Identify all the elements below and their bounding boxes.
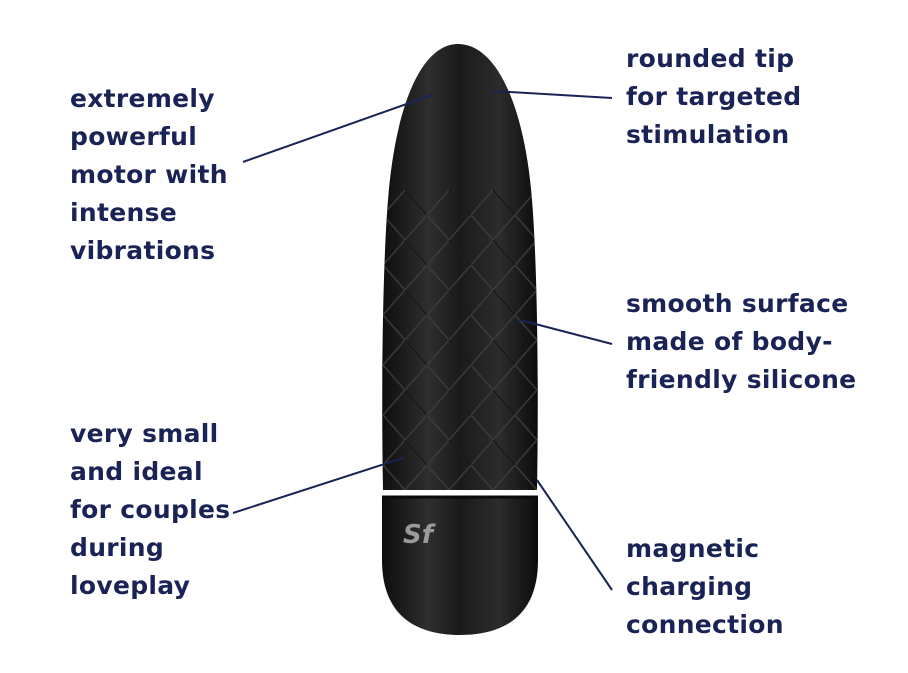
callout-line-tip [492,90,613,99]
callout-line-charging [536,479,613,591]
callout-lines [232,90,613,591]
callout-line-motor [242,94,433,163]
callout-surface: smooth surface made of body- friendly si… [626,289,857,394]
callout-charging: magnetic charging connection [626,534,784,639]
charging-base [382,497,538,635]
callout-line-size [232,457,404,514]
callout-tip: rounded tip for targeted stimulation [626,44,802,149]
callout-motor: extremely powerful motor with intense vi… [70,84,228,265]
brand-logo: Sf [403,520,434,550]
callout-line-surface [519,319,613,345]
callout-size: very small and ideal for couples during … [70,419,231,600]
